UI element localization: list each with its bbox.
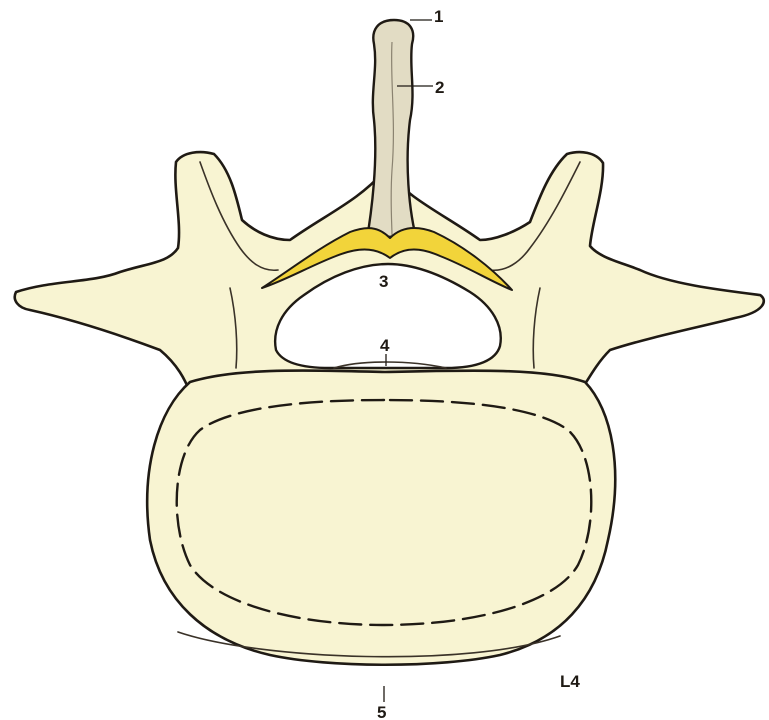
vertebral-body [147, 371, 615, 665]
label-1: 1 [434, 7, 443, 26]
label-level: L4 [560, 672, 580, 691]
label-5: 5 [377, 703, 386, 720]
label-3: 3 [379, 272, 388, 291]
label-2: 2 [435, 78, 444, 97]
label-4: 4 [380, 336, 390, 355]
